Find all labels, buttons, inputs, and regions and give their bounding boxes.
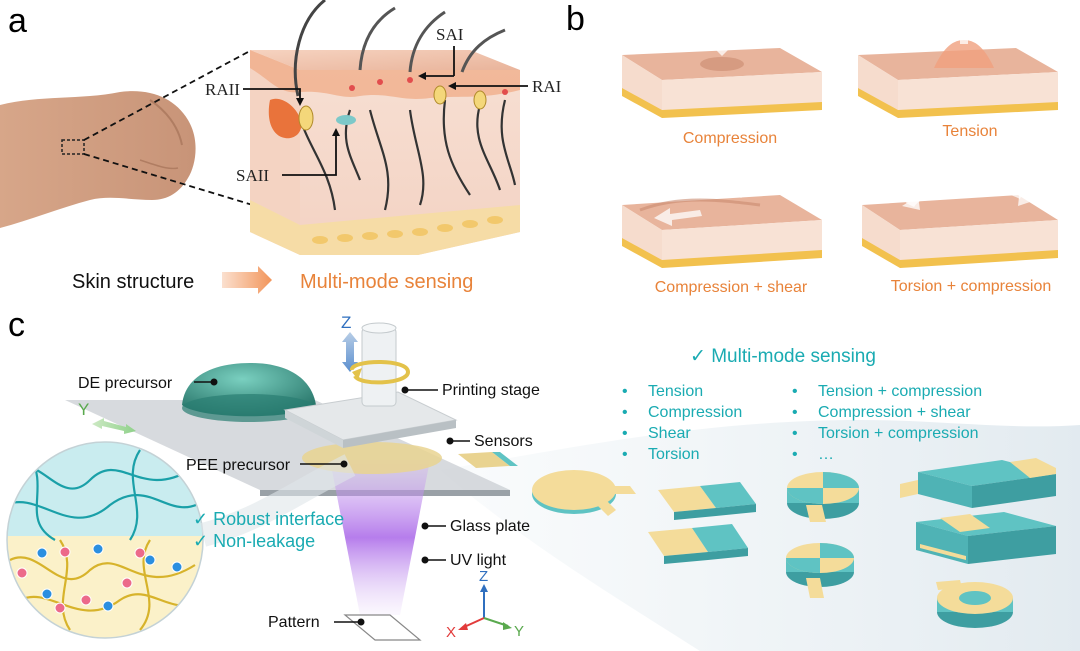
zoom-circle-outline (6, 441, 204, 639)
sensing-item-tension-compression: Tension + compression (818, 383, 982, 400)
sensor-block-large (900, 458, 1056, 508)
sensing-item-torsion-compression: Torsion + compression (818, 425, 979, 442)
sensing-right-list: • • • • Tension + compression Compressio… (792, 383, 982, 463)
rotation-arrowhead (352, 368, 362, 380)
triad-z-head (480, 584, 488, 592)
label-pattern: Pattern (268, 614, 320, 631)
saii-arrowhead (332, 128, 340, 136)
skin-tile-compression (622, 28, 822, 118)
sensor-rotor-bottom (786, 543, 854, 598)
pattern-plate (343, 614, 422, 641)
bullet-tension: • (622, 383, 628, 400)
bullet-more: • (792, 446, 798, 463)
label-saii: SAII (236, 166, 269, 185)
sensor-strip-tension (658, 482, 756, 520)
label-glass-plate: Glass plate (450, 518, 530, 535)
triad-y-head (503, 622, 512, 630)
label-printing-stage: Printing stage (442, 382, 540, 399)
triad-x-label: X (446, 624, 456, 641)
interface-non-leakage: ✓ Non-leakage (193, 531, 315, 551)
label-raii: RAII (205, 80, 240, 99)
sensor-strip-small (458, 452, 518, 468)
caption-multi-mode: Multi-mode sensing (300, 271, 473, 293)
panel-a-letter: a (8, 2, 27, 40)
bullet-compression: • (622, 404, 628, 421)
rai-arrowhead (448, 82, 456, 90)
zoom-circle-connector (199, 454, 356, 547)
de-dome-base (182, 394, 316, 422)
skin-tile-tension (858, 6, 1058, 118)
y-move-arrow (92, 418, 136, 434)
interface-zoom-circle (7, 442, 203, 638)
mode-compression: Compression (683, 130, 777, 147)
hand-knuckles (149, 99, 183, 146)
label-sensors: Sensors (474, 433, 533, 450)
sensing-left-list: • • • • Tension Compression Shear Torsio… (622, 383, 742, 463)
sensor-block-layered (916, 512, 1056, 564)
mode-compression-shear: Compression + shear (655, 279, 808, 296)
triad-y-label: Y (514, 623, 524, 640)
sai-arrowhead (418, 72, 426, 80)
bullet-shear: • (622, 425, 628, 442)
sensor-ring (936, 580, 1013, 628)
bullet-torsion: • (622, 446, 628, 463)
skin-tile-compression-shear (622, 175, 822, 268)
axis-z-label: Z (341, 313, 351, 332)
label-sai: SAI (436, 25, 464, 44)
interface-robust: ✓ Robust interface (193, 509, 344, 529)
sensing-item-more: … (818, 446, 834, 463)
sensing-title: ✓ Multi-mode sensing (690, 346, 876, 367)
raii-pointer (243, 88, 301, 102)
rotation-arrow (350, 360, 411, 385)
axis-y-label: Y (78, 400, 89, 419)
saii-pointer (282, 132, 337, 176)
sensing-item-torsion: Torsion (648, 446, 700, 463)
printing-stage-left (285, 410, 343, 448)
sensing-item-tension: Tension (648, 383, 703, 400)
label-pee-precursor: PEE precursor (186, 457, 291, 474)
sensor-strip-shear (648, 524, 748, 564)
sensing-item-compression: Compression (648, 404, 742, 421)
skin-block (250, 0, 520, 255)
hand-finger-line (139, 159, 179, 170)
caption-arrow (222, 266, 272, 294)
zoom-marker (61, 139, 85, 155)
mode-tension: Tension (942, 123, 997, 140)
triad-x-head (458, 623, 468, 630)
stage-rod (361, 327, 397, 407)
zoom-line-top (83, 51, 249, 141)
uv-light-beam (330, 460, 430, 615)
z-move-arrow (342, 332, 358, 372)
skin-tile-torsion-compression (862, 180, 1058, 268)
label-rai: RAI (532, 77, 562, 96)
bullet-torsion-compression: • (792, 425, 798, 442)
sensor-disc (532, 470, 636, 516)
triad-z-label: Z (479, 568, 488, 585)
panel-b-letter: b (566, 0, 585, 38)
bullet-compression-shear: • (792, 404, 798, 421)
sensing-item-shear: Shear (648, 425, 691, 442)
stage-rod-cap (361, 322, 397, 334)
label-de-precursor: DE precursor (78, 375, 173, 392)
hand-fist (0, 91, 196, 228)
bullet-tension-compression: • (792, 383, 798, 400)
sensor-rotor-top (787, 472, 859, 522)
printing-stage-side (343, 420, 456, 448)
mode-torsion-compression: Torsion + compression (891, 278, 1052, 295)
panel-c-letter: c (8, 306, 25, 344)
raii-arrowhead (296, 98, 304, 106)
sensing-item-compression-shear: Compression + shear (818, 404, 971, 421)
label-uv-light: UV light (450, 552, 507, 569)
caption-skin-structure: Skin structure (72, 271, 194, 293)
